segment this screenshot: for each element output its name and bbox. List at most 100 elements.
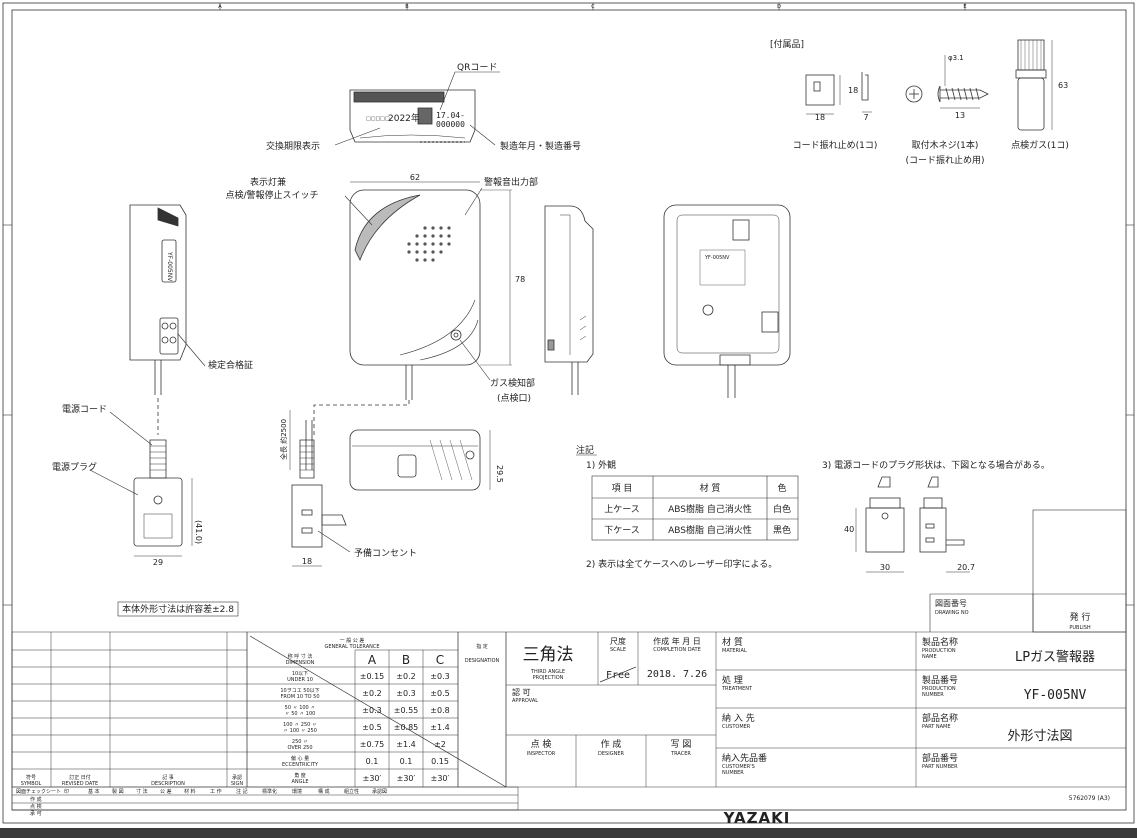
product-name-value: LPガス警報器 [1015, 649, 1095, 665]
alt-plug-pin-dim: 20.7 [957, 563, 975, 572]
zone-letter-a: A [218, 4, 222, 10]
bottom-view [349, 429, 491, 491]
tol-row-value: ±0.2 [362, 689, 381, 698]
power-plug-shape [133, 477, 183, 547]
check-sheet-title: 図面チェックシート [16, 789, 61, 795]
zone-letter-d: D [777, 4, 781, 10]
tolerance-table [246, 631, 507, 788]
spare-outlet-shape [291, 484, 323, 548]
screw-dim-diameter: φ3.1 [948, 54, 964, 62]
test-gas-drawing [1015, 39, 1053, 131]
notes-section3: 3) 電源コードのプラグ形状は、下図となる場合がある。 [822, 459, 1050, 471]
tol-row-sub: OVER 250 [287, 745, 312, 751]
accessories-header: [付属品] [770, 39, 804, 50]
treatment-label-en: TREATMENT [721, 686, 753, 692]
tol-row-value: ±0.3 [430, 672, 449, 681]
projection-en2: PROJECTION [533, 675, 564, 681]
part-number-label-jp: 部品番号 [922, 752, 958, 764]
tol-row-sub: UNDER 10 [287, 677, 313, 683]
lamp-switch-shape [354, 194, 421, 261]
rev-symbol-jp: 符号 [26, 774, 36, 781]
clamp-label: コード振れ止め(1コ) [793, 139, 878, 151]
tol-row-value: 0.1 [400, 757, 413, 766]
product-number-label-en1: PRODUCTION [922, 686, 956, 692]
gas-label: 点検ガス(1コ) [1011, 139, 1069, 151]
side-view-outline [129, 204, 187, 361]
cord-length-dim: 全長 約2500 [279, 419, 288, 460]
customer-label-jp: 納 入 先 [722, 712, 755, 724]
top-view-small-text: □□□□□ [366, 116, 390, 122]
class-a: A [368, 653, 377, 667]
screw-sublabel: (コード振れ止め用) [905, 154, 984, 166]
lamp-label: 表示灯兼 [250, 176, 286, 188]
treatment-label-jp: 処 理 [722, 674, 743, 686]
customer-label-en: CUSTOMER [722, 724, 751, 730]
product-name-label-en2: NAME [922, 654, 937, 660]
publish-label-en: PUBLISH [1069, 625, 1091, 631]
check-approval: 承認図 [372, 788, 387, 795]
class-c: C [436, 653, 444, 667]
approval-en: APPROVAL [512, 698, 538, 704]
tol-row-value: ±0.85 [394, 723, 419, 732]
tol-row-value: ±0.15 [360, 672, 385, 681]
rev-date-en: REVISED DATE [62, 781, 98, 787]
top-view: □□□□□ 2022年 17.04- 000000 QRコード 交換期限表示 製… [266, 63, 581, 152]
bottom-height-dim: 29.5 [495, 465, 504, 483]
tol-row-value: ±0.8 [430, 706, 449, 715]
alarm-speaker-holes [407, 226, 451, 262]
role-create: 作 成 [30, 796, 42, 803]
designation-jp: 指 定 [476, 643, 488, 650]
completion-jp: 作成 年 月 日 [653, 636, 701, 646]
rev-desc-en: DESCRIPTION [151, 781, 185, 787]
qr-code-label: QRコード [457, 63, 497, 73]
tolerance-note-box [117, 601, 239, 617]
product-number-label-jp: 製品番号 [922, 674, 958, 686]
check-work: 工 作 [210, 788, 222, 795]
material-row1-material: ABS樹脂 自己消火性 [668, 503, 752, 515]
tracer-jp: 写 図 [671, 739, 692, 750]
serial-top-text: 17.04- [436, 111, 465, 120]
cust-number-label-jp: 納入先品番 [722, 752, 767, 764]
tol-row-label: 10ヲコエ 50以下 [280, 688, 319, 694]
brand-logo-text: YAZAKI [723, 809, 791, 827]
tol-row-label: 250 〃 [292, 739, 308, 745]
serial-bottom-text: 000000 [436, 120, 465, 129]
front-width-dim: 62 [410, 173, 420, 182]
designation-en: DESIGNATION [465, 658, 500, 664]
right-side-view [544, 205, 594, 395]
clamp-dim-width: 18 [815, 113, 825, 122]
inspector-jp: 点 検 [531, 738, 552, 750]
role-inspect: 点 検 [30, 803, 42, 810]
part-name-label-en: PART NAME [922, 724, 951, 730]
tol-row-label: 100 〃 250 〃 [283, 722, 317, 728]
footer-code: 5762079 (A3) [1069, 795, 1110, 802]
material-row1-color: 白色 [773, 503, 791, 515]
tol-row-label: 偏 心 量 [291, 755, 309, 762]
material-label-jp: 材 質 [722, 636, 743, 648]
certification-label: 検定合格証 [208, 359, 253, 371]
alarm-output-label: 警報音出力部 [484, 176, 538, 188]
border-zone-ticks [3, 3, 1134, 606]
product-number-value: YF-005NV [1024, 688, 1087, 703]
check-structure: 構 成 [318, 788, 330, 795]
check-basic: 基 本 [88, 788, 100, 795]
material-table [591, 475, 799, 541]
class-b: B [402, 653, 410, 667]
tol-row-value: ±1.4 [396, 740, 415, 749]
product-name-label-en1: PRODUCTION [922, 648, 956, 654]
tol-row-value: ±0.5 [362, 723, 381, 732]
cust-number-label-en2: NUMBER [722, 770, 744, 776]
drawing-no-label: 図面番号 [935, 598, 967, 608]
tol-row-label: 10以下 [292, 671, 308, 677]
bottom-screen-bar [0, 828, 1137, 838]
notes-section1: 1) 外観 [586, 459, 616, 471]
tol-row-sub: ANGLE [292, 779, 309, 785]
rev-sign-jp: 承認 [232, 774, 242, 781]
alt-plug-width-dim: 30 [880, 563, 890, 572]
plug-width-dim: 29 [153, 558, 163, 567]
tolerance-dim-header-en: DIMENSION [286, 660, 315, 666]
tolerance-rows: 10以下 UNDER 10 ±0.15 ±0.2 ±0.3 10ヲコエ 50以下… [280, 671, 449, 785]
zone-letter-c: C [591, 4, 595, 10]
part-number-label-en: PART NUMBER [922, 764, 958, 770]
product-number-label-en2: NUMBER [922, 692, 944, 698]
